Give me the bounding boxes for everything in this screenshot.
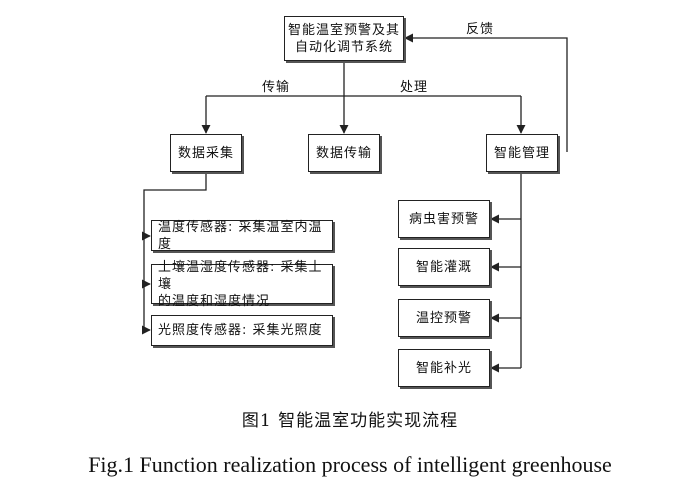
- node-data-transmission: 数据传输: [308, 134, 380, 172]
- node-smart-irrigation: 智能灌溉: [398, 248, 490, 286]
- node-data-collection: 数据采集: [170, 134, 242, 172]
- edge-label-transmit: 传输: [262, 80, 291, 95]
- node-temperature-sensor: 温度传感器: 采集温室内温度: [151, 220, 333, 252]
- node-supplement-light: 智能补光: [398, 349, 490, 387]
- node-light-sensor: 光照度传感器: 采集光照度: [151, 315, 333, 346]
- figure-caption-chinese: 图1 智能温室功能实现流程: [241, 411, 459, 431]
- edge-label-process: 处理: [400, 80, 429, 95]
- node-system-root: 智能温室预警及其 自动化调节系统: [284, 16, 404, 61]
- node-soil-sensor: 土壤温湿度传感器: 采集土壤 的温度和湿度情况: [151, 260, 333, 309]
- node-smart-management: 智能管理: [486, 134, 558, 172]
- node-temperature-control: 温控预警: [398, 299, 490, 337]
- edge-collect-trunk: [143, 172, 207, 330]
- figure-caption-english: Fig.1 Function realization process of in…: [88, 452, 612, 477]
- node-pest-warning: 病虫害预警: [398, 200, 490, 238]
- edge-label-feedback: 反馈: [466, 22, 495, 37]
- edge-feedback: [404, 33, 568, 152]
